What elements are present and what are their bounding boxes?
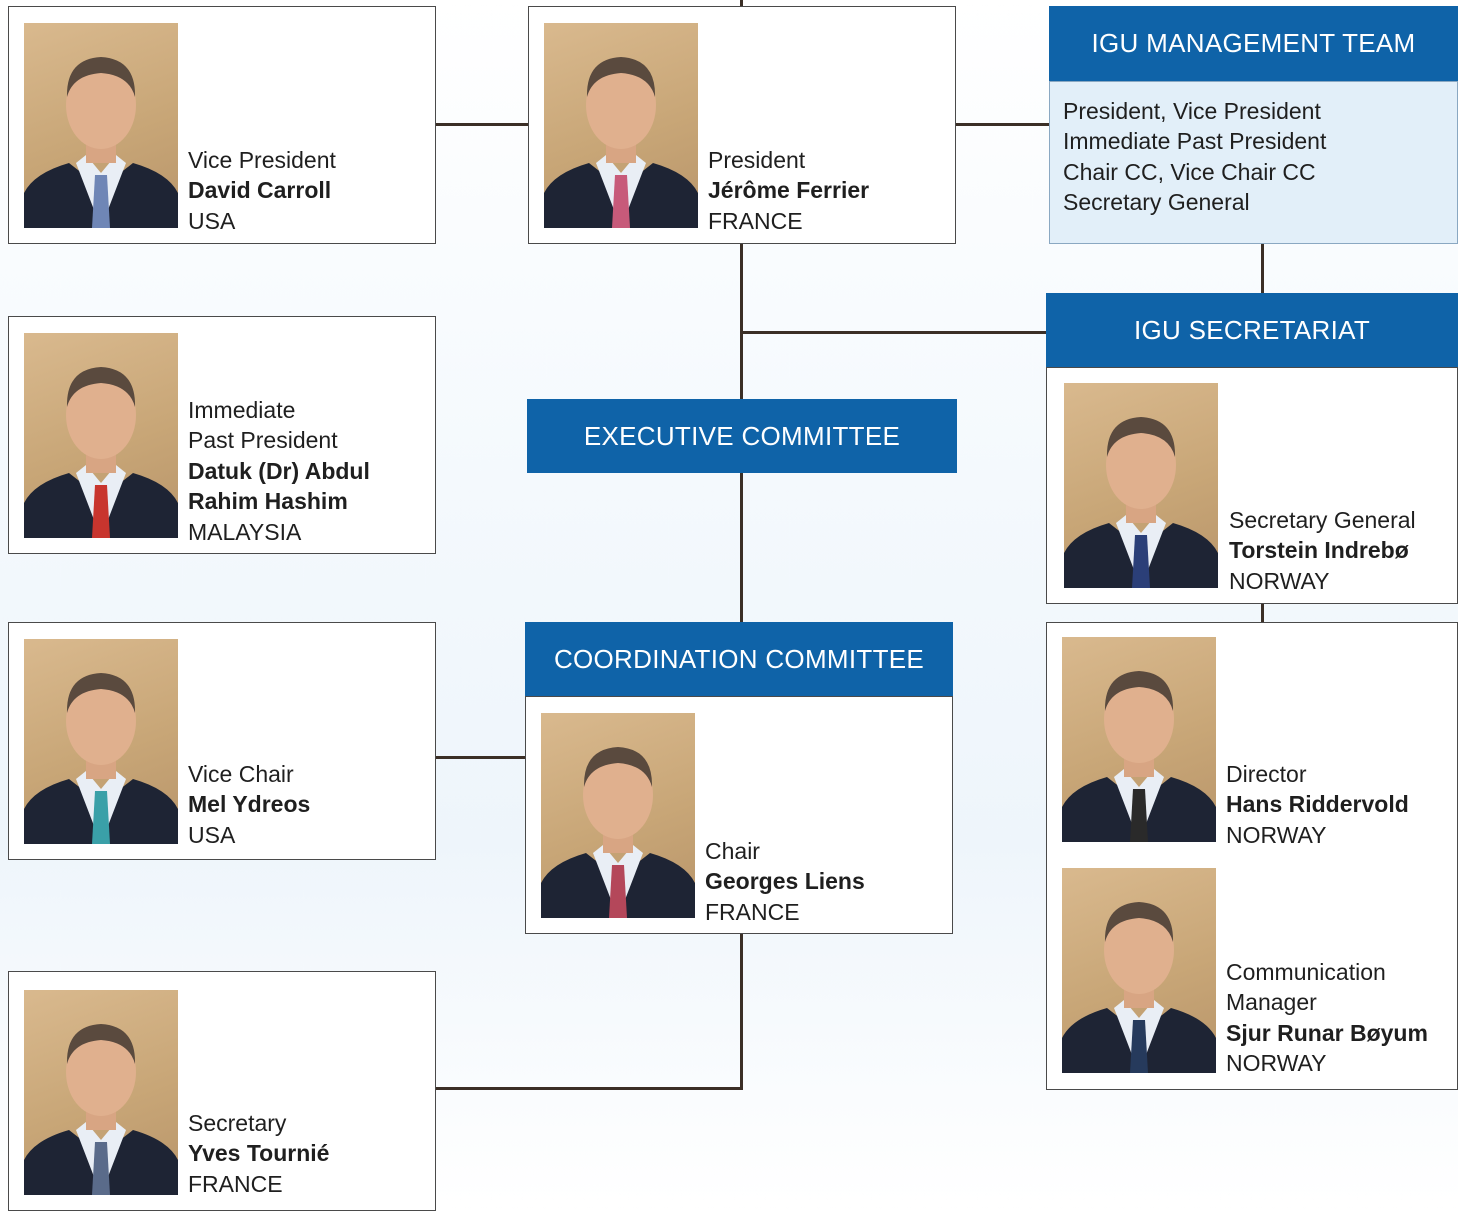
country-label: NORWAY: [1226, 1050, 1327, 1077]
country-label: FRANCE: [708, 207, 803, 234]
connector-president-down: [740, 243, 743, 399]
immediate-past-president-photo: [24, 333, 178, 538]
communication-manager-photo: [1062, 868, 1216, 1073]
president-caption: President Jérôme Ferrier FRANCE: [708, 145, 869, 236]
connector-management-team: [955, 123, 1049, 126]
connector-secretariat: [740, 331, 1046, 334]
person-name: Sjur Runar Bøyum: [1226, 1019, 1428, 1046]
role-label: Vice President: [188, 147, 336, 173]
person-name: Georges Liens: [705, 868, 865, 895]
secretariat-staff-card: Director Hans Riddervold NORWAY Communic…: [1046, 622, 1458, 1090]
management-member: Immediate Past President: [1063, 128, 1327, 155]
role-label: Secretary: [188, 1110, 287, 1136]
secretary-general-photo: [1064, 383, 1218, 588]
management-member: Secretary General: [1063, 189, 1250, 216]
portrait-silhouette: [1062, 671, 1216, 842]
role-label: Secretary General: [1229, 507, 1416, 533]
portrait-silhouette: [541, 747, 695, 918]
management-member: President, Vice President: [1063, 98, 1321, 124]
president-photo: [544, 23, 698, 228]
person-name: Rahim Hashim: [188, 488, 348, 515]
vice-chair-caption: Vice Chair Mel Ydreos USA: [188, 759, 310, 850]
vice-chair-card: Vice Chair Mel Ydreos USA: [8, 622, 436, 860]
country-label: NORWAY: [1229, 567, 1330, 594]
person-name: Jérôme Ferrier: [708, 177, 870, 204]
country-label: MALAYSIA: [188, 518, 302, 545]
person-name: Mel Ydreos: [188, 791, 311, 818]
communication-manager-caption: Communication Manager Sjur Runar Bøyum N…: [1226, 957, 1428, 1079]
secretary-caption: Secretary Yves Tournié FRANCE: [188, 1108, 329, 1199]
immediate-past-president-caption: Immediate Past President Datuk (Dr) Abdu…: [188, 395, 370, 547]
secretary-general-card: Secretary General Torstein Indrebø NORWA…: [1046, 367, 1458, 604]
country-label: FRANCE: [188, 1170, 283, 1197]
role-label: President: [708, 147, 806, 173]
vice-president-card: Vice President David Carroll USA: [8, 6, 436, 244]
portrait-silhouette: [544, 57, 698, 228]
president-card: President Jérôme Ferrier FRANCE: [528, 6, 956, 244]
portrait-silhouette: [1064, 417, 1218, 588]
portrait-silhouette: [24, 1024, 178, 1195]
management-team-header: IGU MANAGEMENT TEAM: [1049, 6, 1458, 81]
portrait-silhouette: [24, 367, 178, 538]
connector-mgmt-to-secretariat: [1261, 243, 1264, 293]
connector-sg-to-staff: [1261, 603, 1264, 622]
chair-photo: [541, 713, 695, 918]
connector-coord-down: [740, 933, 743, 1089]
management-team-members: President, Vice President Immediate Past…: [1049, 81, 1458, 244]
director-photo: [1062, 637, 1216, 842]
person-name: Yves Tournié: [188, 1140, 330, 1167]
connector-vice-president: [436, 123, 528, 126]
role-label: Director: [1226, 761, 1307, 787]
role-label: Past President: [188, 427, 338, 454]
vice-president-photo: [24, 23, 178, 228]
country-label: FRANCE: [705, 898, 800, 925]
vice-president-caption: Vice President David Carroll USA: [188, 145, 336, 236]
connector-vice-chair: [436, 756, 526, 759]
person-name: Torstein Indrebø: [1229, 537, 1409, 564]
management-member: Chair CC, Vice Chair CC: [1063, 158, 1316, 185]
connector-top-stub: [740, 0, 743, 6]
person-name: Datuk (Dr) Abdul: [188, 457, 370, 484]
role-label: Immediate: [188, 397, 296, 423]
country-label: NORWAY: [1226, 821, 1327, 848]
person-name: Hans Riddervold: [1226, 791, 1409, 818]
secretary-card: Secretary Yves Tournié FRANCE: [8, 971, 436, 1211]
connector-secretary: [436, 1087, 743, 1090]
chair-card: Chair Georges Liens FRANCE: [525, 696, 953, 934]
immediate-past-president-card: Immediate Past President Datuk (Dr) Abdu…: [8, 316, 436, 554]
portrait-silhouette: [24, 673, 178, 844]
secretary-photo: [24, 990, 178, 1195]
role-label: Vice Chair: [188, 761, 294, 787]
connector-exec-to-coord: [740, 472, 743, 622]
country-label: USA: [188, 207, 236, 234]
secretary-general-caption: Secretary General Torstein Indrebø NORWA…: [1229, 505, 1416, 596]
secretariat-header: IGU SECRETARIAT: [1046, 293, 1458, 367]
executive-committee-header: EXECUTIVE COMMITTEE: [527, 399, 957, 473]
role-label: Communication: [1226, 959, 1386, 985]
director-caption: Director Hans Riddervold NORWAY: [1226, 759, 1409, 850]
country-label: USA: [188, 821, 236, 848]
chair-caption: Chair Georges Liens FRANCE: [705, 836, 865, 927]
coordination-committee-header: COORDINATION COMMITTEE: [525, 622, 953, 696]
vice-chair-photo: [24, 639, 178, 844]
person-name: David Carroll: [188, 177, 332, 204]
portrait-silhouette: [24, 57, 178, 228]
role-label: Manager: [1226, 989, 1317, 1016]
portrait-silhouette: [1062, 902, 1216, 1073]
role-label: Chair: [705, 838, 760, 864]
